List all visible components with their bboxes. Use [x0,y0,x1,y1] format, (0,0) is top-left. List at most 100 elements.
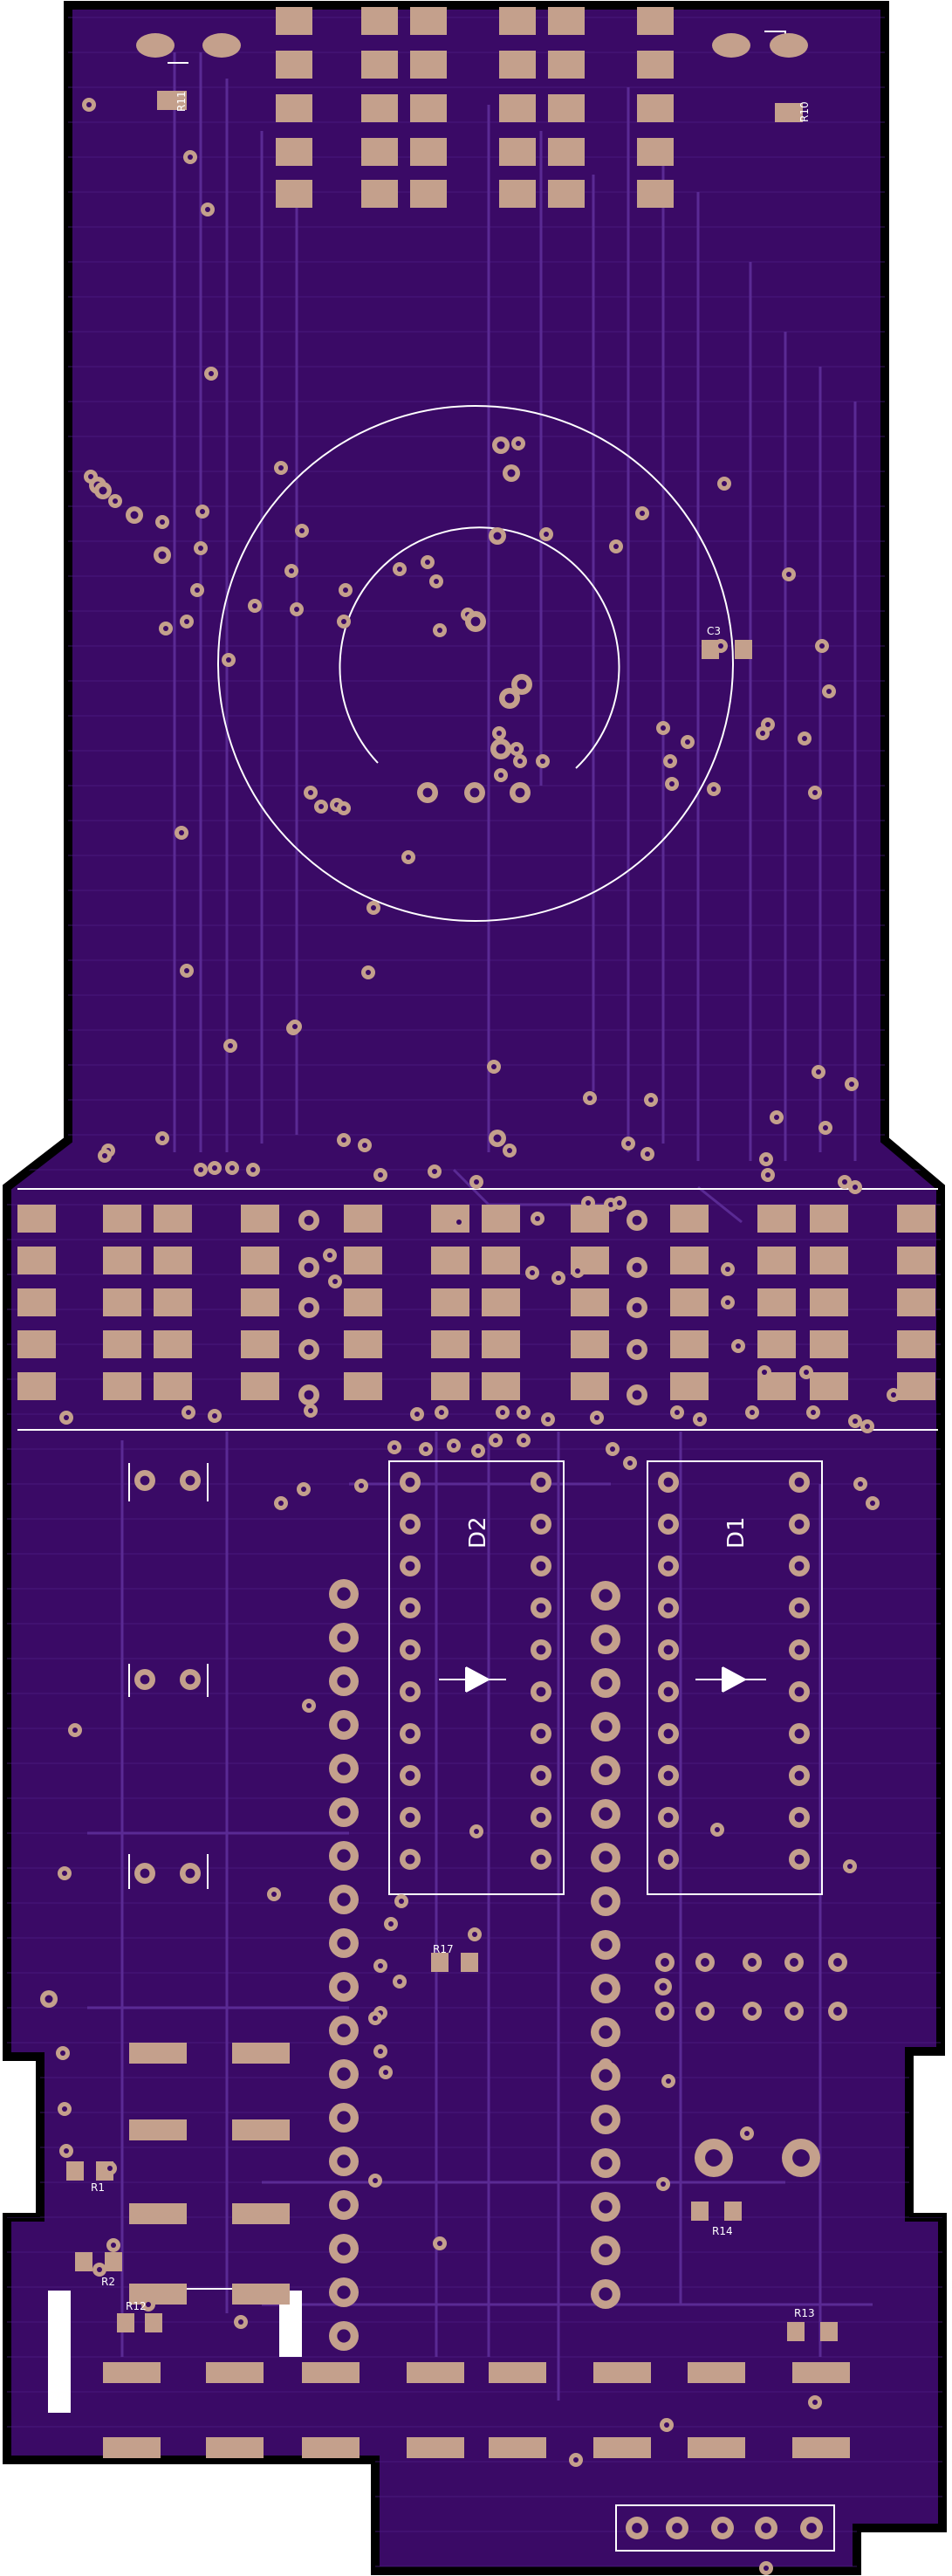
side-tht-hole [632,1215,642,1226]
via-hole [617,1200,622,1206]
smd-pad [103,1288,141,1316]
through-hole-pads [40,436,847,2539]
label-r13: R13 [794,2307,815,2319]
smd-pad [241,1372,279,1400]
smd-pad [154,1205,192,1233]
via-hole [575,1268,580,1274]
via-hole [544,532,549,537]
via-hole [378,2049,383,2054]
via-hole [774,1115,779,1120]
bottom-header-pad-hole [806,2523,817,2533]
via-hole [179,830,184,835]
dip-pad-d1-left-hole [663,1561,674,1571]
via-hole [437,628,442,633]
via-hole [764,1157,769,1162]
smd-pad [276,180,312,208]
via-hole [271,1892,277,1897]
smd-pad [17,1247,56,1274]
smd-pad [17,1288,56,1316]
via-hole [195,587,200,593]
small-tht-hole [507,469,516,477]
side-tht-hole [304,1215,314,1226]
smd-pads [17,7,935,2458]
via-hole [762,1370,767,1375]
smd-pad [431,1330,469,1358]
via-hole [434,579,439,584]
label-d2: D2 [465,1516,491,1549]
oval-pad [712,33,750,58]
dip-pad-d1-left-hole [663,1686,674,1697]
via-hole [613,544,619,549]
small-tht-hole [130,511,139,519]
dip-pad-d1-right-hole [794,1603,805,1613]
smd-pad [410,138,447,166]
via-hole [675,1410,680,1415]
label-r2: R2 [101,2276,115,2288]
via-hole [517,759,523,764]
label-r11: R11 [175,91,188,112]
via-hole [556,1275,561,1281]
via-hole [341,806,346,811]
smd-pad [593,2362,651,2383]
smd-pad [241,1205,279,1233]
smd-pad [344,1205,382,1233]
via-hole [849,1082,854,1087]
grid-pad-hole [748,2007,757,2016]
via-hole [200,509,205,514]
smd-pad [103,1205,141,1233]
header-pad-right-hole [599,1676,613,1690]
via-hole [587,1096,592,1101]
smd-pad [897,1330,935,1358]
via-hole [870,1501,875,1506]
header-pad-right-hole [599,1938,613,1952]
smd-pad [810,1330,848,1358]
smd-pad [637,51,674,79]
dip-pad-d1-right-hole [794,1854,805,1865]
via-hole [299,528,305,533]
smd-pad [431,1288,469,1316]
label-r14: R14 [712,2225,733,2237]
label-r10: R10 [798,101,811,122]
dip-pad-d1-left-hole [663,1854,674,1865]
small-tht-hole [158,551,167,560]
dip-pad-d2-left-hole [405,1645,415,1655]
smd-pad [897,1288,935,1316]
header-pad-right-hole [599,1982,613,1996]
component-pad [724,2202,742,2221]
side-tht-hole [304,1390,314,1400]
smd-pad [129,2119,187,2140]
smd-pad [897,1247,935,1274]
via-hole [493,1438,498,1443]
via-hole [332,1279,338,1284]
dip-pad-d1-left-hole [663,1728,674,1739]
smd-pad [670,1288,709,1316]
label-r17: R17 [433,1943,454,1955]
via-hole [188,155,193,160]
header-pad-right-hole [599,1807,613,1821]
header-pad-right-hole [599,2069,613,2083]
dip-pad-d2-right-hole [536,1477,546,1487]
via-hole [715,1827,720,1832]
via-hole [853,1419,858,1424]
grid-pad-hole [790,1958,798,1967]
via-hole [343,587,348,593]
component-pad [691,2202,709,2221]
via-hole [540,759,545,764]
dip-pad-d2-right-hole [536,1770,546,1781]
via-hole [318,804,324,809]
via-hole [645,1151,650,1157]
header-pad-left-hole [337,1674,351,1688]
via-hole [388,1921,394,1927]
header-pad-left-hole [337,2067,351,2081]
component-pad [145,2313,162,2332]
via-hole [750,1410,755,1415]
label-r1: R1 [91,2181,105,2194]
via-hole [102,1153,107,1158]
side-tht-hole [632,1344,642,1355]
via-hole [697,1417,702,1422]
via-hole [423,1446,428,1452]
via-hole [406,855,411,860]
via-hole [491,1064,497,1069]
oval-pad [136,33,175,58]
